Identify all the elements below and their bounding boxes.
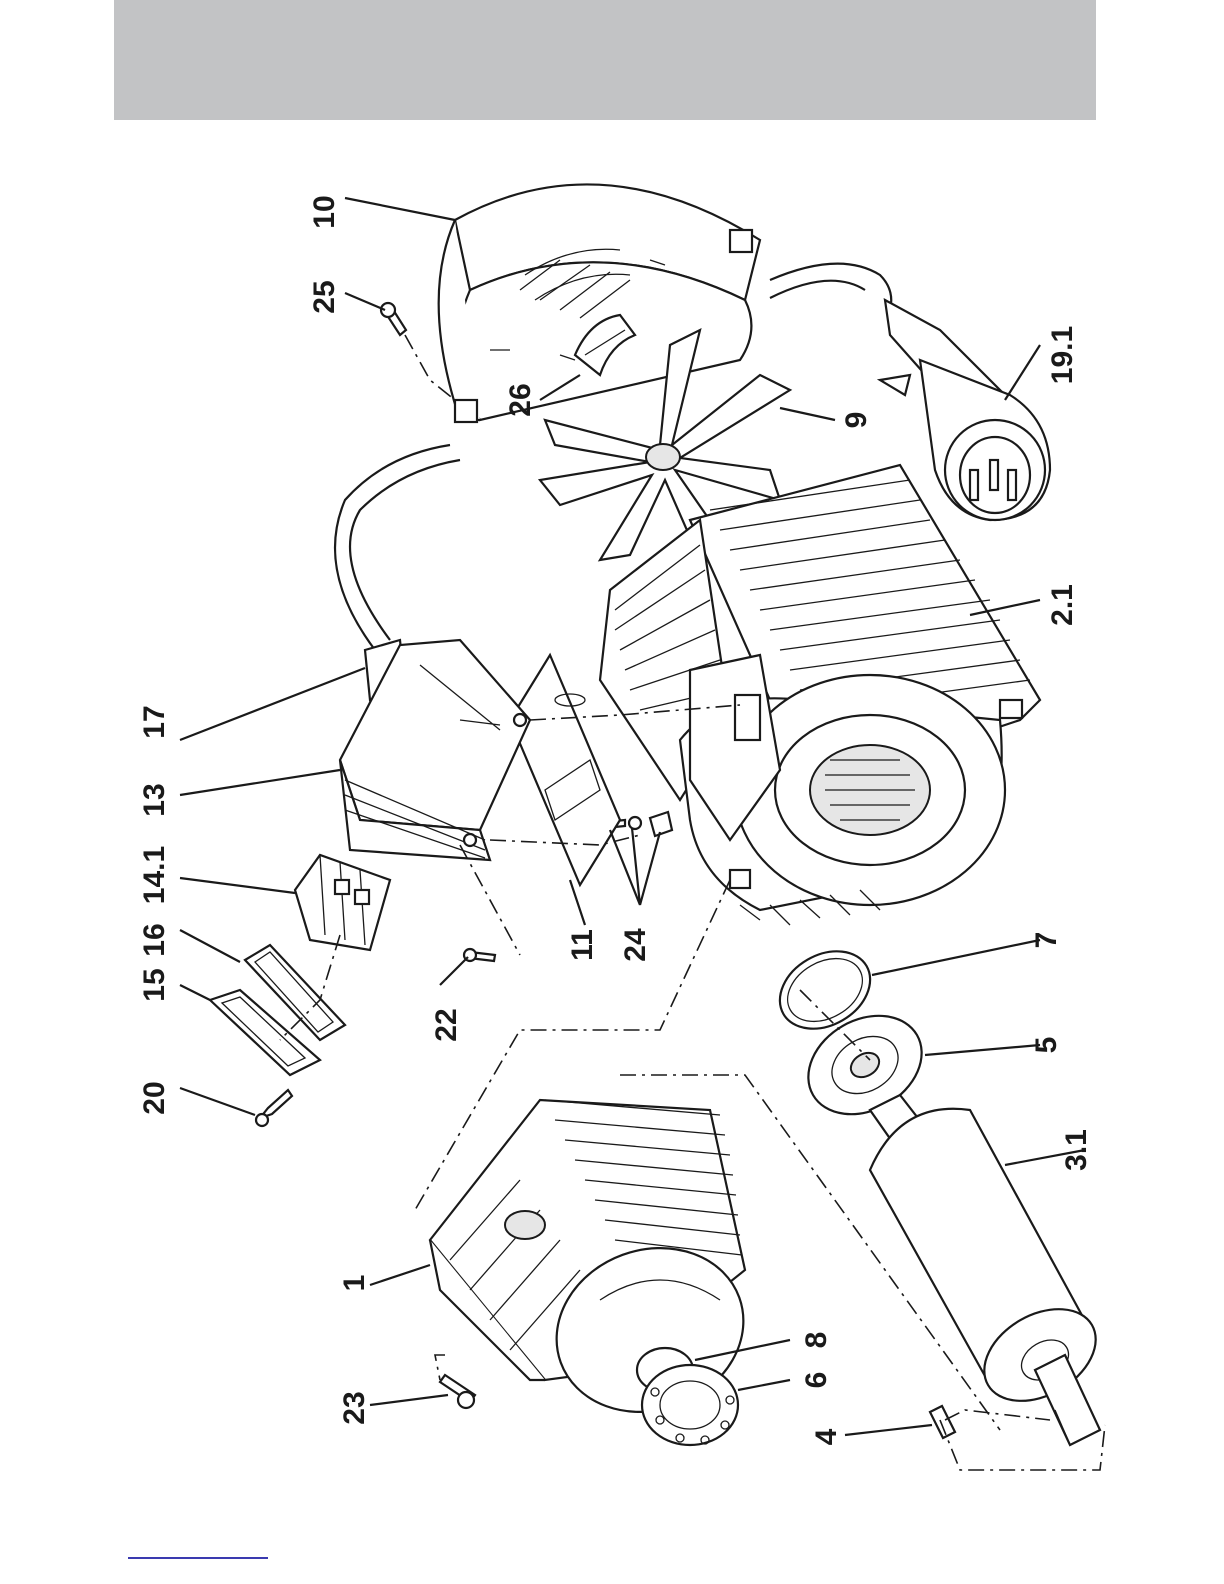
key-drawing	[930, 1406, 955, 1438]
label-part-23: 23	[338, 1391, 371, 1424]
label-part-9: 9	[840, 412, 873, 429]
label-part-6: 6	[800, 1372, 833, 1389]
label-part-17: 17	[138, 705, 171, 738]
stator-housing-drawing	[600, 465, 1040, 925]
label-part-15: 15	[138, 968, 171, 1001]
fan-cover-drawing	[439, 184, 760, 422]
cover-gasket-drawing	[210, 945, 345, 1075]
label-part-22: 22	[430, 1008, 463, 1041]
label-part-16: 16	[138, 923, 171, 956]
label-part-3-1: 3.1	[1060, 1129, 1093, 1171]
label-part-4: 4	[810, 1428, 843, 1445]
label-part-24: 24	[619, 928, 652, 962]
label-part-8: 8	[800, 1332, 833, 1349]
label-part-14-1: 14.1	[138, 846, 171, 904]
label-part-11: 11	[566, 929, 599, 961]
label-part-5: 5	[1030, 1037, 1063, 1054]
label-part-26: 26	[504, 383, 537, 416]
label-part-13: 13	[138, 783, 171, 816]
label-part-1: 1	[338, 1275, 371, 1292]
footer-rule	[128, 1557, 268, 1559]
label-part-19-1: 19.1	[1046, 326, 1079, 384]
label-part-10: 10	[308, 195, 341, 228]
gasket-plate-drawing	[510, 655, 620, 885]
label-part-2-1: 2.1	[1046, 584, 1079, 626]
label-part-7: 7	[1030, 932, 1063, 949]
label-part-20: 20	[138, 1081, 171, 1114]
terminal-block-drawing	[295, 855, 390, 950]
label-part-25: 25	[308, 280, 341, 313]
terminal-box-drawing	[335, 445, 530, 860]
